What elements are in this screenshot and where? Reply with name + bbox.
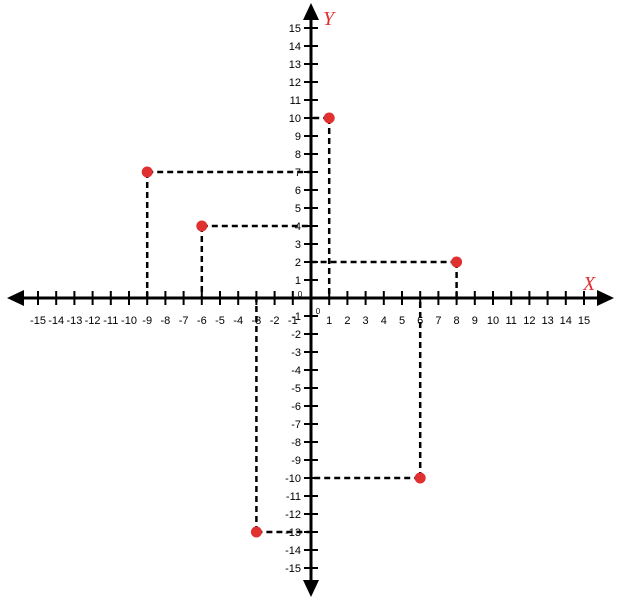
y-tick-label: -9 — [291, 455, 301, 467]
x-axis-label: X — [582, 273, 596, 295]
x-tick-label: 14 — [560, 315, 572, 327]
x-tick-label: -9 — [142, 315, 152, 327]
x-tick-label: 10 — [487, 315, 499, 327]
x-tick-label: -6 — [197, 315, 207, 327]
y-tick-label: -8 — [291, 437, 301, 449]
x-tick-label: 6 — [417, 315, 423, 327]
x-tick-label: 5 — [399, 315, 405, 327]
x-tick-label: -14 — [48, 315, 64, 327]
x-tick-label: -12 — [85, 315, 101, 327]
y-tick-label: 3 — [295, 239, 301, 251]
x-axis-right-arrow — [597, 290, 614, 306]
y-tick-label: -7 — [291, 419, 301, 431]
x-tick-label: 15 — [578, 315, 590, 327]
y-tick-label: -5 — [291, 383, 301, 395]
y-tick-label: 14 — [289, 41, 301, 53]
y-tick-label: -6 — [291, 401, 301, 413]
y-tick-label: 5 — [295, 203, 301, 215]
x-tick-label: 9 — [472, 315, 478, 327]
axes — [7, 3, 614, 597]
x-tick-label: -8 — [161, 315, 171, 327]
x-tick-label: -1 — [288, 315, 298, 327]
y-tick-label: 1 — [295, 275, 301, 287]
y-tick-label: -3 — [291, 347, 301, 359]
x-tick-label: -15 — [30, 315, 46, 327]
x-tick-label: 2 — [344, 315, 350, 327]
x-tick-label: 4 — [381, 315, 387, 327]
x-tick-label: -3 — [252, 315, 262, 327]
y-tick-label: -2 — [291, 329, 301, 341]
x-tick-label: -7 — [179, 315, 189, 327]
data-point — [141, 166, 153, 178]
data-point — [196, 220, 208, 232]
y-tick-label: -12 — [285, 509, 301, 521]
data-point — [250, 526, 262, 538]
y-tick-label: -15 — [285, 563, 301, 575]
y-axis-label: Y — [323, 8, 336, 30]
data-points — [141, 112, 463, 538]
y-tick-label: 12 — [289, 77, 301, 89]
origin-label: 0 — [298, 290, 303, 299]
origin-label: 0 — [316, 307, 321, 316]
x-tick-label: 8 — [454, 315, 460, 327]
x-tick-label: 13 — [541, 315, 553, 327]
y-tick-label: -14 — [285, 545, 301, 557]
x-tick-label: -4 — [233, 315, 243, 327]
y-tick-label: -13 — [285, 527, 301, 539]
y-tick-label: 13 — [289, 59, 301, 71]
y-axis-bottom-arrow — [303, 580, 319, 597]
tick-marks — [37, 27, 585, 569]
y-tick-label: 11 — [290, 95, 301, 107]
y-tick-label: 15 — [289, 23, 301, 35]
y-tick-label: 2 — [295, 257, 301, 269]
x-tick-label: -11 — [103, 315, 118, 327]
x-tick-label: 11 — [505, 315, 516, 327]
x-tick-label: 12 — [523, 315, 535, 327]
y-tick-label: 7 — [295, 167, 301, 179]
y-tick-label: 8 — [295, 149, 301, 161]
data-point — [414, 472, 426, 484]
data-point — [451, 256, 463, 268]
x-tick-label: 3 — [363, 315, 369, 327]
y-tick-label: 4 — [295, 221, 301, 233]
y-tick-label: -10 — [285, 473, 301, 485]
data-point — [323, 112, 335, 124]
y-tick-label: -11 — [286, 491, 301, 503]
x-tick-label: -10 — [121, 315, 137, 327]
y-tick-label: -1 — [291, 311, 301, 323]
x-tick-label: 1 — [326, 315, 332, 327]
x-tick-label: -2 — [270, 315, 280, 327]
x-tick-label: -5 — [215, 315, 225, 327]
y-tick-label: 9 — [295, 131, 301, 143]
y-tick-label: 10 — [289, 113, 301, 125]
y-tick-label: -4 — [291, 365, 301, 377]
y-tick-label: 6 — [295, 185, 301, 197]
x-tick-label: 7 — [435, 315, 441, 327]
y-axis-top-arrow — [303, 3, 319, 20]
guide-lines — [145, 116, 458, 534]
x-tick-label: -13 — [66, 315, 82, 327]
x-axis-left-arrow — [7, 290, 24, 306]
